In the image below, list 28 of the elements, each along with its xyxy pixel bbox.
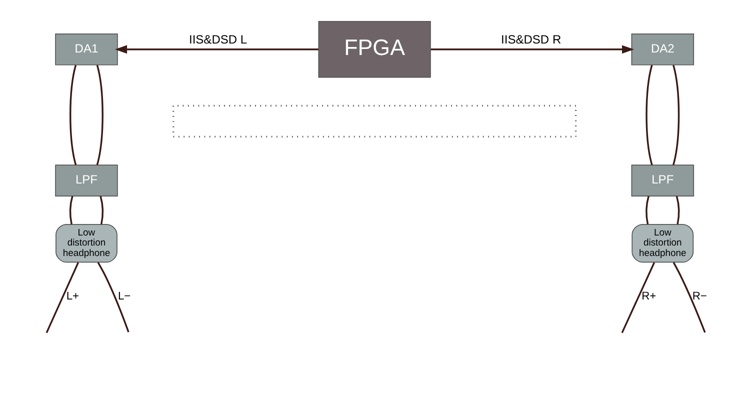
edge-label: IIS&DSD R — [501, 32, 562, 47]
connector — [100, 196, 104, 224]
edge-label: L− — [118, 290, 131, 303]
node-box: DA1 — [55, 33, 118, 66]
connector — [672, 64, 680, 166]
connector — [70, 64, 77, 166]
edge-label: IIS&DSD L — [189, 32, 248, 47]
connector — [646, 196, 650, 224]
connector — [646, 64, 653, 166]
connector — [96, 64, 104, 166]
arrow — [114, 45, 318, 54]
node-box: Low distortion headphone — [56, 224, 118, 263]
node-box: FPGA — [318, 21, 431, 78]
edge-label: R− — [692, 290, 707, 303]
node-box: Low distortion headphone — [632, 224, 694, 263]
edge-label: R+ — [642, 290, 656, 303]
connector — [70, 196, 74, 224]
connector — [621, 262, 656, 334]
connector — [676, 196, 680, 224]
arrow — [430, 45, 634, 54]
connector — [97, 262, 130, 332]
node-box: DA2 — [631, 33, 694, 66]
connector — [672, 262, 706, 333]
connector — [46, 262, 80, 334]
node-box: LPF — [55, 164, 118, 196]
node-box — [172, 104, 577, 138]
edge-label: L+ — [66, 290, 80, 303]
node-box: LPF — [631, 164, 694, 196]
